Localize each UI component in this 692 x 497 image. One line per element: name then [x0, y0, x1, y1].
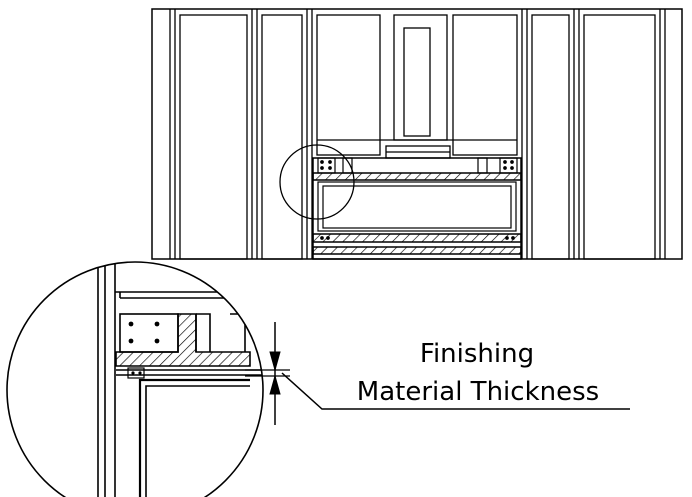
- panel-center-right: [452, 14, 518, 156]
- annotation-line-1: Finishing: [420, 339, 534, 369]
- elevation-step-block: [385, 145, 451, 159]
- elevation-enclosure: [312, 157, 522, 260]
- leader-line: [281, 372, 630, 410]
- detail-fasteners: [128, 321, 160, 375]
- detail-circle: [6, 261, 264, 497]
- panel-right-1: [531, 14, 570, 260]
- panel-left-1: [179, 14, 248, 260]
- panel-right-2: [583, 14, 656, 260]
- annotation-line-2: Material Thickness: [357, 377, 599, 407]
- elevation-panels: [179, 14, 656, 260]
- detail-callout-circle: [279, 144, 355, 220]
- panel-left-2: [261, 14, 303, 260]
- panel-center-left: [316, 14, 381, 156]
- elevation-view: [151, 8, 683, 260]
- thickness-dimension: [245, 322, 630, 425]
- dimension-arrow-bottom: [269, 374, 281, 395]
- dimension-arrow-top: [269, 351, 281, 372]
- panel-center-slot: [403, 27, 431, 137]
- detail-view: [6, 261, 264, 497]
- elevation-posts: [169, 9, 666, 259]
- elevation-outer-frame: [151, 8, 683, 260]
- panel-center-top: [393, 14, 448, 141]
